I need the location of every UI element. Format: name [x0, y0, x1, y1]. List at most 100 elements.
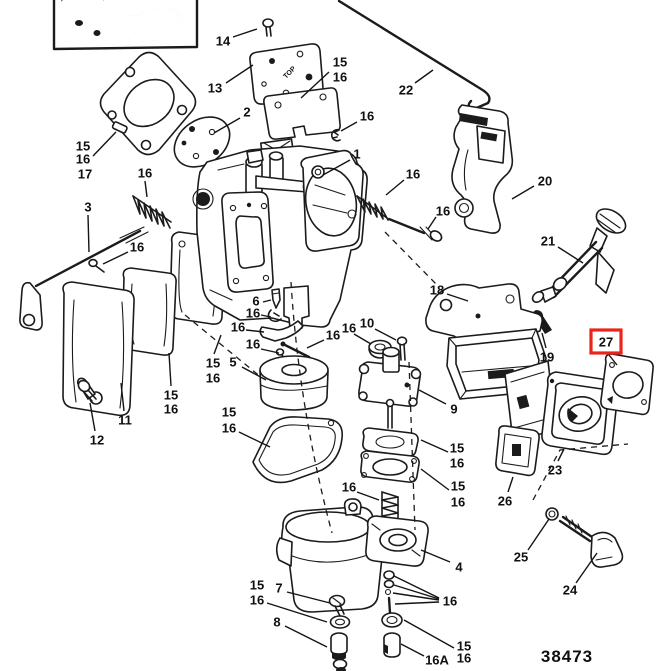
- leader-line: [213, 117, 241, 134]
- oring-25-drawing: [545, 507, 559, 521]
- part-label-16-23: 16: [206, 371, 220, 386]
- part-label-16-36: 16: [451, 495, 465, 510]
- part-label-19-41: 19: [540, 350, 554, 365]
- bowl-gasket-drawing: [252, 416, 344, 484]
- leader-line: [225, 64, 254, 84]
- part-label-12-18: 12: [90, 433, 104, 448]
- shaft-and-spring-drawing: [19, 195, 172, 331]
- pump-cover-9-drawing: [358, 346, 422, 407]
- carburetor-body-drawing: [192, 138, 368, 330]
- leader-line: [557, 246, 584, 264]
- part-label-18-40: 18: [430, 283, 444, 298]
- screw-12-drawing: [77, 379, 97, 402]
- leader-line: [420, 549, 451, 563]
- leader-line: [394, 601, 440, 605]
- cam-lever-drawing: [451, 104, 514, 234]
- leader-line: [213, 334, 222, 355]
- part-label-6-26: 6: [252, 294, 259, 309]
- leader-line: [306, 339, 325, 349]
- part-label-27-42: 27: [599, 335, 613, 350]
- leader-line: [322, 159, 351, 176]
- leader-line: [286, 591, 331, 604]
- leader-line: [260, 348, 280, 354]
- leader-line: [374, 328, 397, 341]
- float-needle-parts-drawing: [259, 288, 311, 363]
- part-label-11-19: 11: [118, 413, 132, 428]
- part-label-15-50: 15: [457, 639, 471, 654]
- part-label-16-25: 16: [246, 337, 260, 352]
- part-label-16-51: 16: [457, 651, 471, 666]
- part-label-16-37: 16: [342, 480, 356, 495]
- leader-line: [87, 214, 90, 253]
- part-label-16-53: 16: [250, 593, 264, 608]
- part-label-15-38: 15: [222, 405, 236, 420]
- leader-line: [446, 293, 469, 302]
- part-label-16A-49: 16A: [425, 653, 449, 668]
- leader-line: [260, 314, 272, 318]
- part-label-3-16: 3: [84, 200, 91, 215]
- part-label-16-34: 16: [450, 456, 464, 471]
- part-label-22-5: 22: [399, 83, 413, 98]
- leader-line: [120, 382, 125, 412]
- part-label-10-31: 10: [360, 316, 374, 331]
- part-label-20-10: 20: [538, 174, 552, 189]
- part-label-15-33: 15: [450, 441, 464, 456]
- leader-line: [238, 431, 271, 448]
- leader-line: [92, 131, 117, 157]
- leader-line: [393, 584, 440, 600]
- leader-line: [541, 332, 547, 349]
- part-label-15-20: 15: [164, 388, 178, 403]
- leader-line: [418, 389, 447, 405]
- pump-gasket-drawing: [263, 87, 341, 140]
- part-label-16-13: 16: [76, 152, 90, 167]
- leader-line: [232, 28, 258, 38]
- throttle-link-wire-drawing: [337, 0, 491, 112]
- part-label-7-54: 7: [275, 581, 282, 596]
- part-label-21-11: 21: [541, 234, 555, 249]
- pump-gasket-15-16-drawing: [360, 450, 420, 483]
- leader-line: [356, 491, 380, 501]
- part-label-16-9: 16: [436, 204, 450, 219]
- leader-line: [168, 352, 172, 387]
- leader-line: [511, 185, 535, 200]
- part-label-16-48: 16: [443, 594, 457, 609]
- leader-line: [575, 552, 598, 584]
- part-label-17-14: 17: [78, 167, 92, 182]
- leader-line: [507, 476, 514, 493]
- e-clip-drawing: [331, 128, 341, 142]
- leader-line: [245, 329, 265, 333]
- leader-line: [266, 602, 328, 623]
- part-label-15-35: 15: [451, 479, 465, 494]
- part-label-16-15: 16: [138, 166, 152, 181]
- leader-line: [102, 251, 129, 265]
- leader-line: [284, 625, 328, 648]
- part-label-16-29: 16: [326, 328, 340, 343]
- part-label-24-46: 24: [563, 583, 578, 598]
- pump-spring-drawing: [381, 491, 399, 521]
- drawing-number: 38473: [541, 647, 593, 666]
- highlight-box: [589, 328, 623, 355]
- part-label-16-6: 16: [360, 109, 374, 124]
- part-label-16-30: 16: [342, 321, 356, 336]
- leader-line: [241, 366, 267, 381]
- screw-14-drawing: [262, 18, 274, 37]
- part-label-26-44: 26: [498, 494, 512, 509]
- part-label-16-17: 16: [130, 240, 144, 255]
- leader-line: [527, 518, 550, 551]
- valve-housing-4-drawing: [365, 515, 429, 567]
- pump-plate-drawing: TOP: [249, 43, 324, 105]
- idle-screw-spring-drawing: [356, 195, 443, 242]
- needle-seat-stack-drawing: [381, 570, 403, 658]
- part-label-1-7: 1: [353, 147, 360, 162]
- leader-line: [414, 69, 434, 84]
- leader-line: [427, 216, 437, 230]
- leader-line: [262, 299, 272, 303]
- part-label-16-28: 16: [231, 320, 245, 335]
- alignment-dashed-lines: [184, 231, 629, 534]
- cable-inset-box: [52, 0, 199, 51]
- float-bowl-drawing: [275, 498, 384, 613]
- plate-26-drawing: [495, 425, 540, 477]
